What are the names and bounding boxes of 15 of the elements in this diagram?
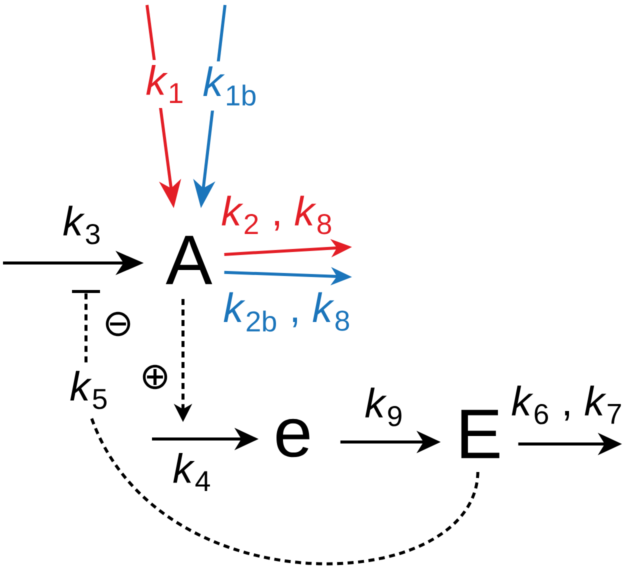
rate-label: k$_{1}$ — [144, 60, 186, 108]
rate-label: k$_{5}$ — [68, 364, 110, 416]
dashed-inhibition-line — [72, 290, 480, 565]
species-letter: A — [166, 236, 212, 284]
species-letter: e — [276, 418, 310, 458]
rate-label: k$_{3}$ — [60, 204, 104, 246]
rate-label: k$_{1b}$ — [200, 61, 260, 111]
rate-label: k$_{6}$ , k$_{7}$ — [509, 384, 625, 426]
species-letter: E — [461, 410, 500, 458]
rate-label: k$_{4}$ — [170, 450, 214, 493]
rate-label: k$_{2}$ , k$_{8}$ — [219, 194, 335, 236]
sign-symbol: ⊕ — [142, 364, 168, 390]
rate-label: k$_{2b}$ , k$_{8}$ — [221, 290, 353, 334]
sign-symbol: ⊖ — [106, 312, 130, 336]
rate-label: k$_{9}$ — [362, 386, 406, 428]
